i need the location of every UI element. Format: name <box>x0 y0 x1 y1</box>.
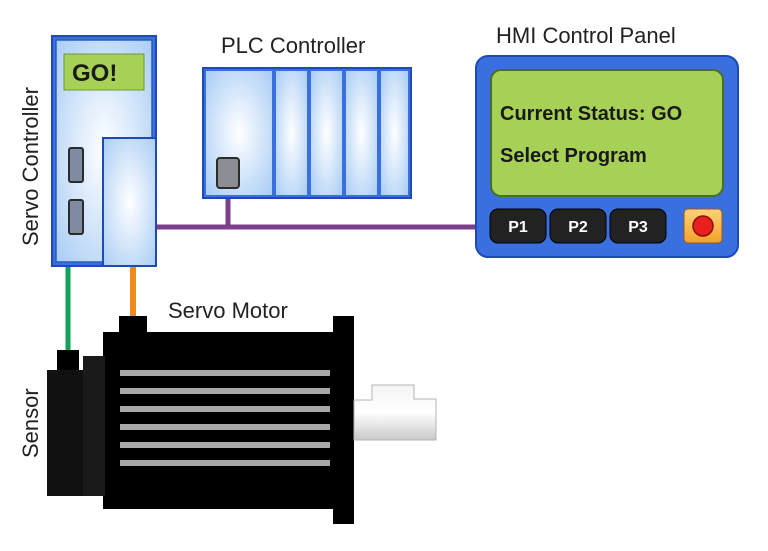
motor-flange <box>333 316 354 524</box>
label-servo-motor: Servo Motor <box>168 298 288 323</box>
hmi-status-line: Current Status: GO <box>500 103 682 125</box>
hmi-button-p2[interactable]: P2 <box>549 208 607 244</box>
plc-controller <box>202 67 412 199</box>
sensor-body <box>47 370 83 496</box>
sensor-coupling <box>83 356 105 496</box>
plc-module-2 <box>276 71 307 195</box>
servo-controller-slot-2 <box>68 199 84 235</box>
label-hmi-control-panel: HMI Control Panel <box>496 23 676 48</box>
hmi-button-p3-label: P3 <box>628 219 648 236</box>
motor-shaft <box>353 384 437 441</box>
hmi-program-line: Select Program <box>500 145 647 167</box>
motor-body <box>103 332 337 509</box>
hmi-screen <box>490 69 724 197</box>
plc-module-4 <box>346 71 377 195</box>
stop-button-icon <box>692 215 714 237</box>
hmi-stop-button[interactable] <box>683 208 723 244</box>
sensor <box>47 350 105 496</box>
servo-controller-display-text: GO! <box>72 60 117 87</box>
hmi-button-p1-label: P1 <box>508 219 528 236</box>
hmi-button-p1[interactable]: P1 <box>489 208 547 244</box>
servo-motor <box>103 316 437 524</box>
servo-controller-slot-1 <box>68 147 84 183</box>
servo-controller-port <box>102 137 157 267</box>
label-servo-controller: Servo Controller <box>18 87 43 246</box>
hmi-button-p2-label: P2 <box>568 219 588 236</box>
label-plc-controller: PLC Controller <box>221 33 365 58</box>
hmi-button-p3[interactable]: P3 <box>609 208 667 244</box>
plc-module-5 <box>381 71 408 195</box>
motor-connector <box>119 316 147 334</box>
plc-module-3 <box>311 71 342 195</box>
label-sensor: Sensor <box>18 388 43 458</box>
plc-port <box>216 157 240 189</box>
motor-cooling-fins <box>120 370 330 466</box>
hmi-control-panel: Current Status: GO Select Program P1 P2 … <box>475 55 739 258</box>
servo-controller-display <box>63 53 145 91</box>
servo-controller: GO! <box>51 35 157 267</box>
sensor-connector <box>57 350 79 372</box>
